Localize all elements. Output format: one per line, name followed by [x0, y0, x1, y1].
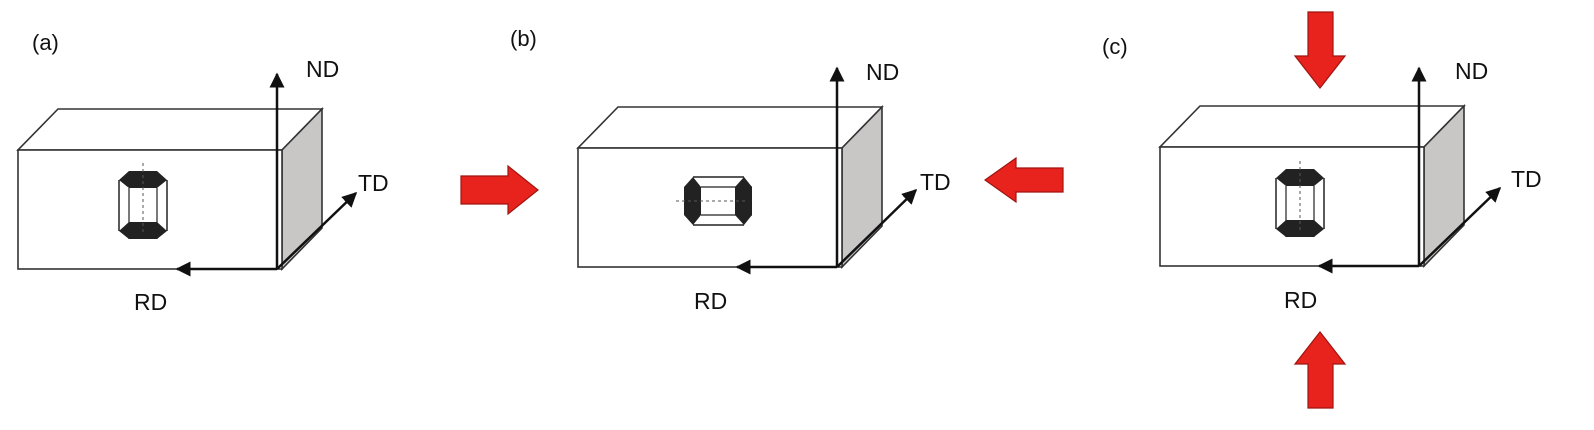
td-axis-arrow — [1418, 186, 1502, 267]
rd-label: RD — [134, 289, 167, 315]
td-axis-arrow — [836, 188, 918, 268]
compression-arrow-left — [983, 156, 1064, 204]
panel-c: (c) ND TD RD — [1102, 34, 1542, 313]
block-front-face — [577, 147, 843, 268]
block-front-face — [1159, 146, 1425, 267]
compression-arrow-right — [460, 164, 539, 216]
block-front-face — [17, 149, 283, 270]
compression-arrow-up — [1293, 331, 1347, 409]
panel-c-label: (c) — [1102, 34, 1128, 59]
nd-label: ND — [1455, 58, 1488, 84]
compression-arrow-down — [1293, 11, 1347, 89]
nd-label: ND — [306, 56, 339, 82]
rd-label: RD — [694, 288, 727, 314]
panel-b-label: (b) — [510, 26, 537, 51]
td-label: TD — [920, 169, 951, 195]
nd-label: ND — [866, 59, 899, 85]
hcp-crystal-rotated-icon — [676, 176, 752, 226]
panel-a-label: (a) — [32, 30, 59, 55]
hcp-crystal-icon — [118, 163, 168, 239]
td-axis-arrow — [276, 191, 358, 270]
panel-b: (b) ND TD RD — [510, 26, 951, 314]
td-label: TD — [358, 170, 389, 196]
panel-a: (a) ND TD RD — [16, 30, 389, 315]
rd-label: RD — [1284, 287, 1317, 313]
hcp-crystal-icon — [1275, 161, 1325, 237]
td-label: TD — [1511, 166, 1542, 192]
